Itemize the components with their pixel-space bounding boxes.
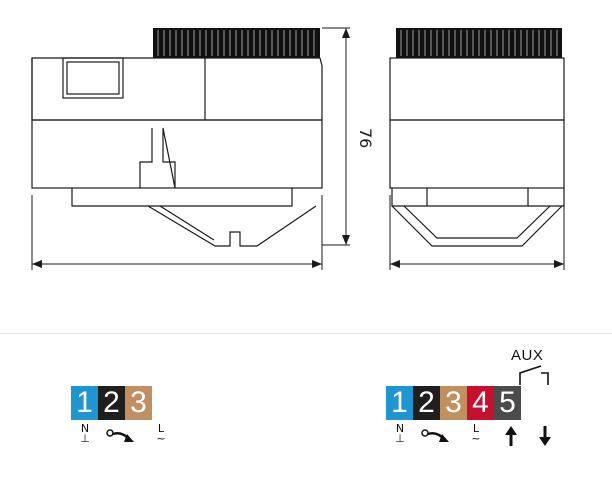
technical-drawing: 76	[31, 27, 565, 270]
arrow-down-icon	[539, 426, 551, 446]
terminal-2: 2	[98, 386, 125, 420]
terminal-1: 1	[386, 386, 413, 420]
switch-contact-icon	[519, 365, 549, 385]
actuator-side-view: 76	[31, 27, 375, 270]
terminal-2: 2	[413, 386, 440, 420]
rotate-arrow-icon	[106, 429, 134, 442]
terminal-1: 1	[71, 386, 98, 420]
terminal-5: 5	[494, 386, 521, 420]
terminal-block-2wire: 1 2 3	[71, 386, 152, 420]
live-label: L ~	[156, 422, 166, 445]
actuator-front-view	[389, 28, 565, 270]
terminal-4: 4	[467, 386, 494, 420]
height-dimension-label: 76	[356, 128, 375, 148]
rotate-arrow-icon	[421, 429, 449, 442]
section-divider	[0, 333, 612, 334]
arrow-up-icon	[505, 426, 517, 446]
neutral-label: N ⊥	[80, 422, 90, 445]
knob	[153, 28, 320, 58]
terminal-3: 3	[440, 386, 467, 420]
terminal-3: 3	[125, 386, 152, 420]
terminal-block-aux: 1 2 3 4 5	[386, 386, 521, 420]
live-label: L ~	[471, 422, 481, 445]
neutral-label: N ⊥	[395, 422, 405, 445]
aux-label: AUX	[511, 347, 544, 364]
